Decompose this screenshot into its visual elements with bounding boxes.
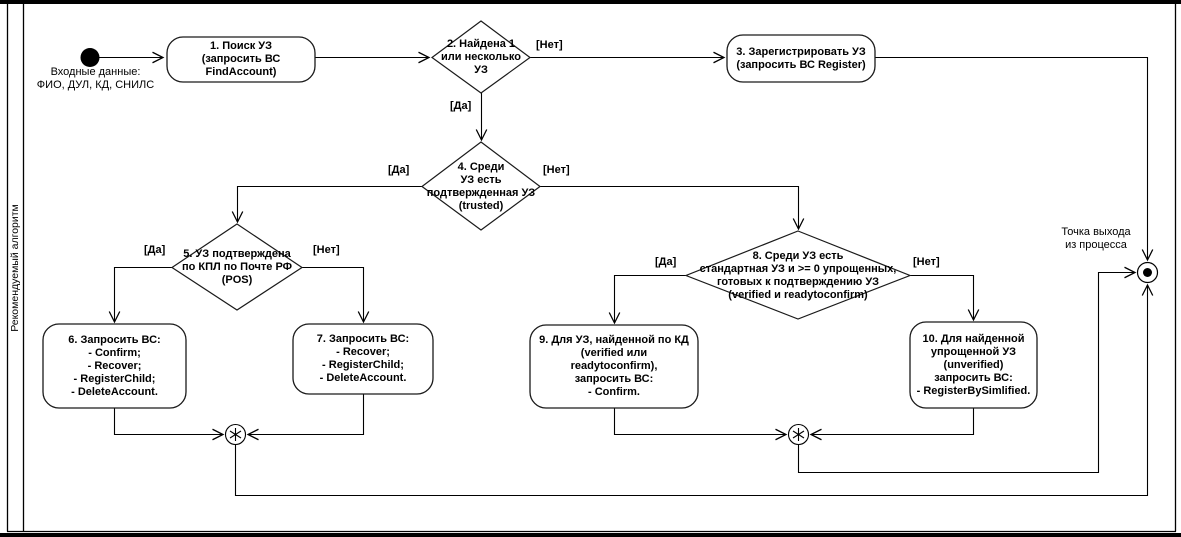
action-box-10 — [909, 321, 1038, 409]
guard-decision8-yes: [Да] — [655, 256, 677, 268]
start-node-label: Входные данные: ФИО, ДУЛ, КД, СНИЛС — [36, 66, 155, 91]
guard-decision5-yes: [Да] — [144, 244, 166, 256]
connectors — [99, 51, 1154, 497]
action-box-9 — [529, 324, 699, 409]
decision-2-label: 2. Найдена 1 или несколько УЗ — [441, 37, 521, 76]
action-box-6 — [42, 323, 187, 409]
decision-5-label: 5. УЗ подтверждена по КПЛ по Почте РФ (P… — [181, 247, 293, 286]
guard-decision2-yes: [Да] — [450, 100, 472, 112]
action-box-1 — [166, 36, 316, 83]
decision-4-label: 4. Среди УЗ есть подтвержденная УЗ (trus… — [426, 160, 536, 212]
action-boxes — [42, 34, 1038, 409]
decision-diamonds — [170, 20, 912, 320]
start-node — [80, 48, 100, 67]
final-node — [1136, 261, 1159, 284]
decision-8 — [684, 230, 912, 320]
action-box-3 — [726, 34, 876, 83]
action-box-1-label: 1. Поиск УЗ (запросить ВС FindAccount) — [201, 40, 281, 78]
guard-decision2-no: [Нет] — [536, 39, 563, 51]
action-box-3-label: 3. Зарегистрировать УЗ (запросить ВС Reg… — [736, 45, 866, 71]
merge-node-2 — [787, 423, 810, 446]
action-box-7-label: 7. Запросить ВС: - Recover; - RegisterCh… — [316, 333, 410, 384]
swimlane-label: Рекомендуемый алгоритм — [9, 204, 21, 332]
action-box-9-label: 9. Для УЗ, найденной по КД (verified или… — [539, 334, 689, 398]
decision-2 — [430, 20, 532, 94]
guard-decision4-yes: [Да] — [388, 164, 410, 176]
decision-5 — [170, 223, 304, 311]
action-box-6-label: 6. Запросить ВС: - Confirm; - Recover; -… — [68, 333, 161, 398]
action-box-7 — [292, 323, 434, 395]
merge-node-1 — [224, 423, 247, 446]
guard-decision4-no: [Нет] — [543, 164, 570, 176]
guard-decision5-no: [Нет] — [313, 244, 340, 256]
decision-8-label: 8. Среди УЗ есть стандартная УЗ и >= 0 у… — [699, 249, 897, 301]
action-box-10-label: 10. Для найденной упрощенной УЗ (unverif… — [916, 332, 1031, 397]
final-node-label: Точка выхода из процесса — [1061, 226, 1131, 251]
decision-4 — [420, 141, 542, 231]
guard-decision8-no: [Нет] — [913, 256, 940, 268]
